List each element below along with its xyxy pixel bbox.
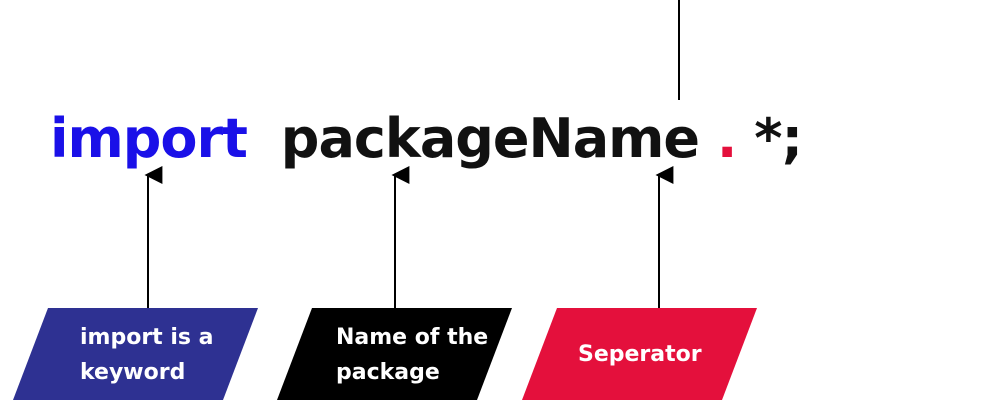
label-keyword-shape <box>13 308 258 400</box>
code-line: import packageName . *; <box>50 107 802 170</box>
code-wildcard: *; <box>754 107 802 170</box>
label-package-name: Name of the package <box>277 308 512 400</box>
label-package-name-shape <box>277 308 512 400</box>
code-package-name: packageName <box>281 107 699 170</box>
label-separator-shape <box>522 308 757 400</box>
label-package-name-line-2: package <box>336 360 440 385</box>
label-package-name-line-1: Name of the <box>336 325 488 350</box>
code-separator: . <box>717 107 737 170</box>
label-keyword-line-2: keyword <box>80 360 185 385</box>
label-separator: Seperator <box>522 308 757 400</box>
label-keyword-line-1: import is a <box>80 325 214 350</box>
label-keyword: import is a keyword <box>13 308 258 400</box>
label-separator-line-1: Seperator <box>578 342 702 367</box>
code-keyword: import <box>50 107 247 170</box>
